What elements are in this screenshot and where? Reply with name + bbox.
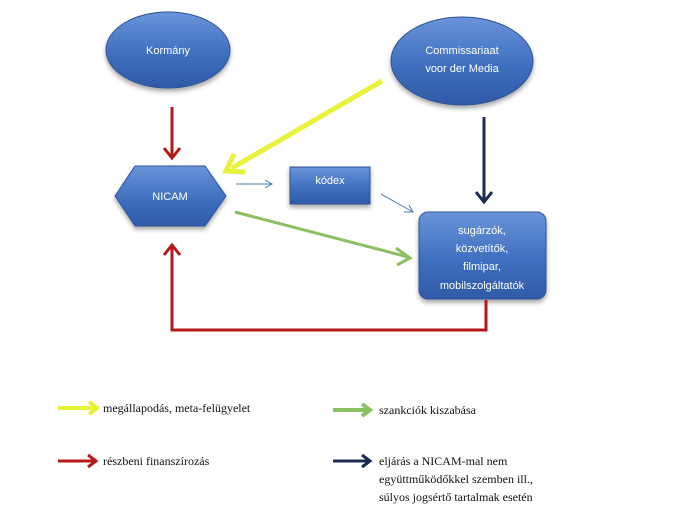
legend-item-yellow: megállapodás, meta-felügyelet xyxy=(58,400,251,416)
node-commissariaat-line2: voor der Media xyxy=(425,63,499,75)
legend-red-label: részbeni finanszírozás xyxy=(103,454,210,468)
node-sugarzok-line1: sugárzók, xyxy=(458,225,506,237)
node-sugarzok-line2: közvetítők, xyxy=(456,243,509,255)
arrow-nicam-to-sugarzok-green xyxy=(234,210,413,267)
node-sugarzok-line4: mobilszolgáltatók xyxy=(440,280,525,292)
node-kormany-label: Kormány xyxy=(146,45,191,57)
node-sugarzok-line3: filmipar, xyxy=(463,261,501,273)
arrow-commissariaat-to-sugarzok-navy xyxy=(474,117,494,205)
node-commissariaat: Commissariaat voor der Media xyxy=(390,16,534,106)
legend-green-label: szankciók kiszabása xyxy=(379,403,477,417)
legend-item-green: szankciók kiszabása xyxy=(333,402,477,418)
arrow-commissariaat-to-nicam-yellow xyxy=(222,78,384,175)
legend-item-navy: eljárás a NICAM-mal nem együttműködőkkel… xyxy=(333,453,533,504)
node-sugarzok: sugárzók, közvetítők, filmipar, mobilszo… xyxy=(418,211,547,300)
node-kodex: kódex xyxy=(289,166,371,205)
legend-yellow-label: megállapodás, meta-felügyelet xyxy=(103,401,251,415)
arrow-nicam-to-kodex-thin xyxy=(236,179,274,189)
node-commissariaat-line1: Commissariaat xyxy=(425,45,498,57)
legend-navy-line2: együttműködőkkel szemben ill., xyxy=(379,472,533,486)
node-kodex-label: kódex xyxy=(315,175,345,187)
legend-navy-line1: eljárás a NICAM-mal nem xyxy=(379,454,508,468)
legend-navy-line3: súlyos jogsértő tartalmak esetén xyxy=(379,490,533,504)
legend: megállapodás, meta-felügyelet szankciók … xyxy=(58,400,533,504)
node-kormany: Kormány xyxy=(105,11,231,89)
legend-item-red: részbeni finanszírozás xyxy=(58,453,210,469)
arrow-sugarzok-to-nicam-red xyxy=(162,242,488,332)
node-nicam-label: NICAM xyxy=(152,191,187,203)
arrow-kormany-to-nicam xyxy=(162,107,182,161)
arrow-kodex-to-sugarzok-thin xyxy=(380,193,414,213)
node-nicam: NICAM xyxy=(114,165,227,227)
